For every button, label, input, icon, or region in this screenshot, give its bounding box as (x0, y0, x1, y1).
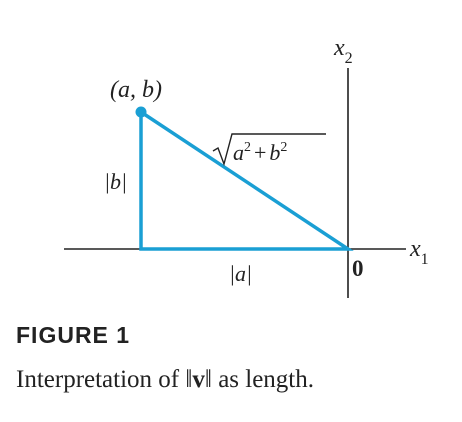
x1-axis-label: x1 (409, 236, 429, 268)
norm-close: ‖ (204, 366, 212, 393)
vector-v: v (192, 366, 205, 393)
x2-axis-label: x2 (333, 35, 353, 67)
norm-open: ‖ (185, 366, 193, 393)
hypotenuse-label: a2+b2 (233, 140, 287, 165)
caption-text-after: as length. (211, 366, 315, 393)
x2-axis-subscript: 2 (345, 50, 353, 67)
radical-sign (212, 133, 326, 167)
vector-length-diagram: x2 x1 0 (a, b) |b| |a| a2+b2 (64, 35, 429, 298)
point-label: (a, b) (110, 77, 162, 103)
horizontal-side-label: |a| (229, 261, 252, 286)
right-triangle (139, 110, 354, 251)
figure-label: FIGURE 1 (16, 322, 131, 348)
figure-caption: Interpretation of ‖v‖ as length. (16, 366, 314, 394)
x1-axis-subscript: 1 (421, 251, 429, 268)
point-a-b (135, 106, 147, 118)
origin-label: 0 (352, 256, 364, 281)
caption-text-before: Interpretation of (16, 366, 186, 393)
vertical-side-label: |b| (104, 169, 127, 194)
